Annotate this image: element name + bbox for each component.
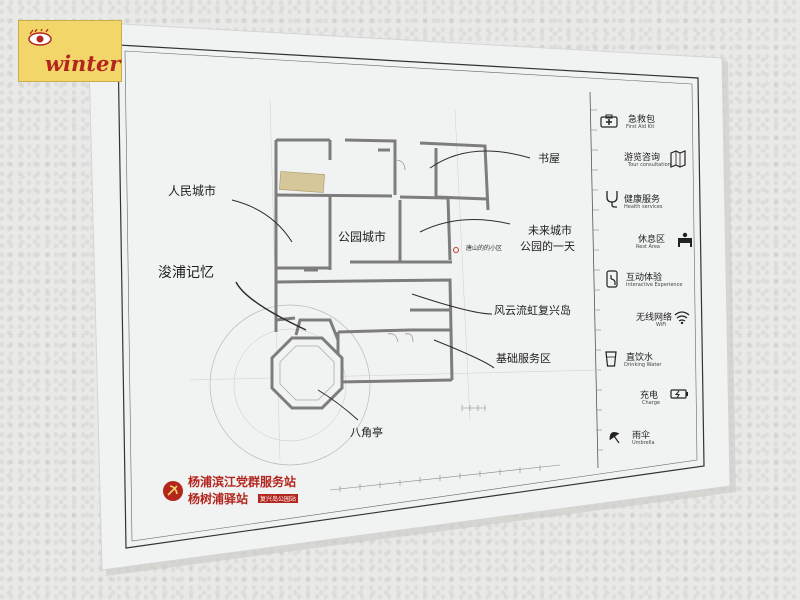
legend-label-interactive: 互动体验 [626, 273, 663, 283]
label-octagon-pavilion: 八角亭 [350, 426, 383, 439]
umbrella-icon [609, 432, 620, 444]
legend-sub-wifi: WiFi [656, 322, 667, 328]
door-arcs [387, 159, 414, 343]
wifi-icon [674, 311, 690, 324]
leader-lines [231, 150, 531, 421]
logo-subtitle: 复兴岛公园站 [258, 494, 299, 503]
label-day-in-park: 公园的一天 [520, 240, 575, 253]
label-future-city: 未来城市 [528, 224, 572, 237]
legend-label-tour: 游览咨询 [624, 153, 661, 163]
octagon-pavilion-shape [270, 336, 344, 410]
station-logo: 杨浦滨江党群服务站 杨树浦驿站 复兴岛公园站 [160, 472, 322, 512]
legend-divider [589, 91, 599, 469]
handwritten-note: 唐山的的小区 [466, 245, 503, 252]
legend-sub-water: Drinking Water [624, 362, 662, 368]
label-park-city: 公园城市 [338, 230, 387, 244]
legend-sub-tour: Tour consultation [628, 162, 671, 168]
legend-sub-rest: Rest Area [636, 244, 660, 250]
label-lingpu-memory: 浚浦记忆 [158, 265, 214, 281]
legend-ruler [591, 109, 603, 451]
legend-label-water: 直饮水 [626, 353, 654, 363]
watermark-text: winter [45, 51, 121, 76]
party-emblem-icon [163, 481, 183, 501]
plan-scale-marks [461, 405, 486, 411]
watermark-badge: winter [18, 20, 122, 82]
rest-area-icon [678, 232, 692, 247]
board-panel [87, 21, 731, 571]
tour-map-icon [670, 150, 686, 168]
legend-label-rest: 休息区 [638, 235, 666, 245]
battery-icon [670, 389, 688, 399]
legend-sub-health: Health services [624, 204, 663, 210]
board-frame-outer [117, 44, 705, 549]
hand-touch-icon [606, 270, 618, 288]
label-fuxing-island: 风云流虹复兴岛 [494, 304, 571, 317]
location-marker [453, 247, 459, 253]
label-bookstore: 书屋 [538, 152, 560, 165]
board-frame-inner [124, 50, 698, 542]
stethoscope-icon [606, 191, 618, 208]
legend-sub-first-aid: First Aid Kit [626, 124, 655, 130]
legend-label-wifi: 无线网络 [636, 313, 673, 323]
tape-patch [279, 171, 325, 193]
bottom-ruler [329, 464, 561, 492]
water-cup-icon [605, 351, 617, 367]
first-aid-kit-icon [600, 114, 618, 128]
label-people-city: 人民城市 [168, 184, 217, 198]
legend-label-charge: 充电 [640, 391, 659, 401]
legend-sub-charge: Charge [642, 400, 660, 406]
legend-label-first-aid: 急救包 [628, 115, 656, 125]
eye-logo-icon [28, 29, 52, 46]
logo-title-line1: 杨浦滨江党群服务站 [188, 475, 297, 489]
legend-sub-interactive: Interactive Experience [626, 282, 683, 288]
legend-label-health: 健康服务 [624, 195, 661, 205]
legend-label-umbrella: 雨伞 [632, 431, 651, 441]
label-basic-service: 基础服务区 [496, 352, 551, 365]
legend-sub-umbrella: Umbrella [632, 440, 655, 446]
logo-title-line2: 杨树浦驿站 [188, 492, 249, 506]
plan-construction-circle [209, 304, 371, 466]
